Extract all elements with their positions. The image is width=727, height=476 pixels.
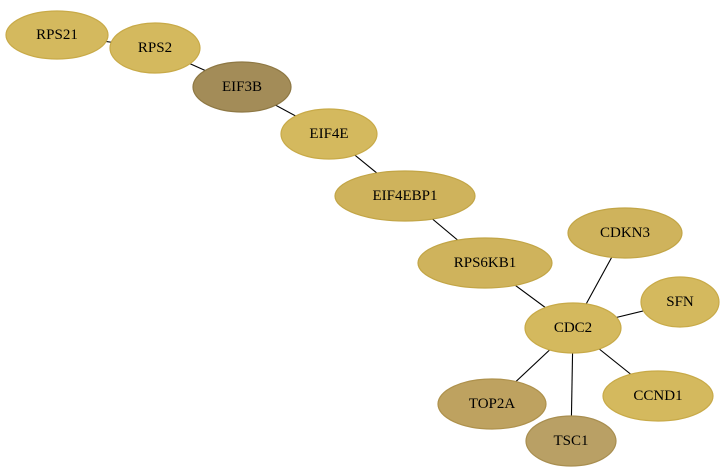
node-eif4ebp1[interactable]: EIF4EBP1 — [334, 170, 476, 222]
node-rps2[interactable]: RPS2 — [109, 22, 201, 74]
node-ellipse — [109, 22, 201, 74]
node-ellipse — [417, 237, 553, 289]
node-label: CDC2 — [554, 320, 592, 336]
node-sfn[interactable]: SFN — [640, 276, 720, 328]
node-label: TOP2A — [469, 396, 516, 412]
node-label: EIF3B — [222, 79, 262, 95]
node-cdc2[interactable]: CDC2 — [524, 302, 622, 354]
node-label: RPS21 — [36, 27, 78, 43]
node-ellipse — [567, 207, 683, 259]
node-ellipse — [5, 10, 109, 60]
node-ccnd1[interactable]: CCND1 — [602, 370, 714, 422]
node-label: SFN — [666, 294, 694, 310]
node-label: TSC1 — [553, 433, 588, 449]
node-ellipse — [602, 370, 714, 422]
node-rps21[interactable]: RPS21 — [5, 10, 109, 60]
node-eif4e[interactable]: EIF4E — [280, 108, 378, 160]
node-label: EIF4EBP1 — [372, 188, 437, 204]
node-ellipse — [525, 415, 617, 467]
node-ellipse — [524, 302, 622, 354]
node-ellipse — [437, 378, 547, 430]
node-eif3b[interactable]: EIF3B — [192, 61, 292, 113]
node-rps6kb1[interactable]: RPS6KB1 — [417, 237, 553, 289]
node-ellipse — [280, 108, 378, 160]
node-ellipse — [334, 170, 476, 222]
node-label: EIF4E — [309, 126, 348, 142]
node-top2a[interactable]: TOP2A — [437, 378, 547, 430]
node-cdkn3[interactable]: CDKN3 — [567, 207, 683, 259]
node-ellipse — [640, 276, 720, 328]
node-ellipse — [192, 61, 292, 113]
node-label: RPS2 — [138, 40, 172, 56]
node-label: RPS6KB1 — [454, 255, 517, 271]
node-tsc1[interactable]: TSC1 — [525, 415, 617, 467]
node-label: CDKN3 — [600, 225, 650, 241]
node-label: CCND1 — [633, 388, 682, 404]
